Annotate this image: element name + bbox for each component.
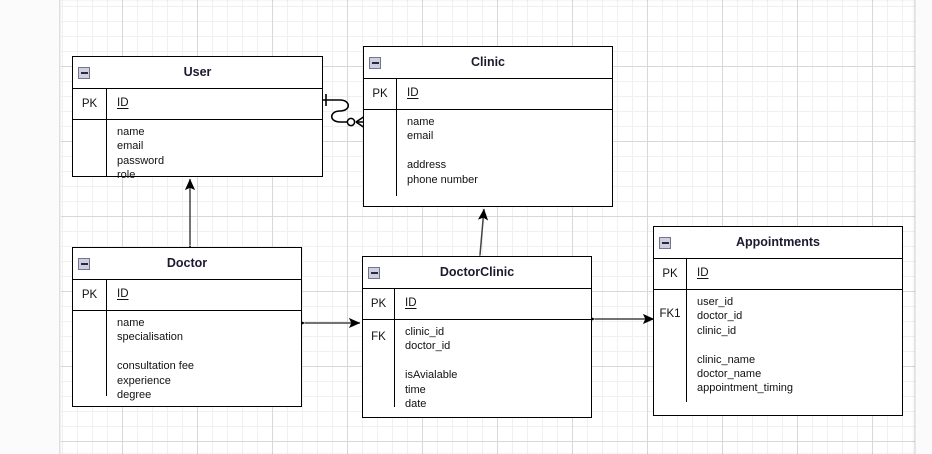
entity-doctorclinic-body: FK clinic_id doctor_id isAvialable time … — [363, 320, 591, 417]
entity-clinic-column-divider-top — [396, 79, 398, 109]
entity-clinic-pk-label: PK — [372, 88, 388, 100]
entity-appointments-title: Appointments — [735, 235, 821, 250]
relationship-user-doctor[interactable] — [178, 171, 202, 257]
entity-doctor[interactable]: Doctor PK ID name specialisation consult… — [72, 247, 302, 407]
entity-doctor-column-divider-top — [106, 280, 108, 310]
entity-doctor-fields: name specialisation consultation fee exp… — [117, 317, 195, 402]
entity-clinic-column-divider-body — [396, 110, 398, 196]
canvas-left-edge — [59, 0, 61, 454]
entity-appointments-pk-field: ID — [697, 267, 709, 279]
entity-doctorclinic-column-divider-top — [394, 289, 396, 319]
entity-appointments-pk-row: PK ID — [654, 259, 902, 290]
collapse-icon[interactable] — [369, 56, 381, 69]
entity-appointments-column-divider-top — [686, 259, 688, 289]
entity-user-pk-label: PK — [81, 98, 98, 110]
entity-user-column-divider-body — [106, 120, 108, 176]
entity-doctor-pk-label: PK — [81, 289, 98, 301]
entity-clinic[interactable]: Clinic PK ID name email address phone nu… — [363, 46, 613, 207]
entity-doctorclinic-title-row: DoctorClinic — [363, 257, 591, 289]
entity-doctorclinic-column-divider-body — [394, 320, 396, 407]
entity-appointments-title-row: Appointments — [654, 227, 902, 259]
entity-doctor-title-row: Doctor — [73, 248, 301, 280]
entity-user-pk-field: ID — [117, 97, 129, 109]
entity-appointments-column-divider-body — [686, 290, 688, 402]
entity-doctor-title: Doctor — [166, 256, 208, 271]
relationship-clinic-doctorclinic[interactable] — [470, 201, 496, 267]
entity-doctor-column-divider-body — [106, 311, 108, 396]
entity-doctorclinic-pk-field: ID — [405, 297, 417, 309]
entity-appointments[interactable]: Appointments PK ID FK1 user_id doctor_id… — [653, 226, 903, 416]
entity-doctorclinic-pk-label: PK — [370, 298, 387, 310]
entity-doctorclinic-fk-label: FK — [371, 331, 386, 343]
entity-appointments-body: FK1 user_id doctor_id clinic_id clinic_n… — [654, 290, 902, 415]
entity-appointments-pk-label: PK — [662, 268, 678, 280]
collapse-icon[interactable] — [78, 257, 90, 270]
entity-appointments-fk-label: FK1 — [659, 308, 681, 320]
entity-clinic-title-row: Clinic — [364, 47, 612, 79]
entity-clinic-title: Clinic — [470, 55, 506, 70]
canvas-right-edge — [914, 0, 916, 454]
relationship-doctor-doctorclinic[interactable] — [293, 311, 369, 335]
collapse-icon[interactable] — [368, 266, 380, 279]
entity-clinic-pk-field: ID — [407, 87, 419, 99]
relationship-doctorclinic-appointments[interactable] — [583, 307, 663, 331]
entity-user[interactable]: User PK ID name email password role — [72, 56, 323, 181]
entity-doctor-pk-field: ID — [117, 288, 129, 300]
entity-appointments-fields: user_id doctor_id clinic_id clinic_name … — [697, 296, 794, 395]
collapse-icon[interactable] — [78, 66, 90, 79]
entity-doctor-body: name specialisation consultation fee exp… — [73, 311, 301, 406]
collapse-icon[interactable] — [659, 236, 671, 249]
entity-user-fields: name email password role — [117, 126, 165, 182]
relationship-user-clinic[interactable] — [318, 88, 374, 136]
entity-user-title-row: User — [73, 57, 322, 89]
entity-doctorclinic[interactable]: DoctorClinic PK ID FK clinic_id doctor_i… — [362, 256, 592, 418]
entity-clinic-body: name email address phone number — [364, 110, 612, 206]
entity-doctor-pk-row: PK ID — [73, 280, 301, 311]
entity-doctorclinic-pk-row: PK ID — [363, 289, 591, 320]
entity-clinic-pk-row: PK ID — [364, 79, 612, 110]
entity-doctorclinic-title: DoctorClinic — [439, 265, 515, 280]
entity-user-pk-row: PK ID — [73, 89, 322, 120]
entity-doctorclinic-fields: clinic_id doctor_id isAvialable time dat… — [405, 326, 458, 411]
entity-user-title: User — [183, 65, 212, 80]
entity-user-body: name email password role — [73, 120, 322, 181]
entity-user-column-divider-top — [106, 89, 108, 119]
entity-clinic-fields: name email address phone number — [407, 116, 478, 186]
